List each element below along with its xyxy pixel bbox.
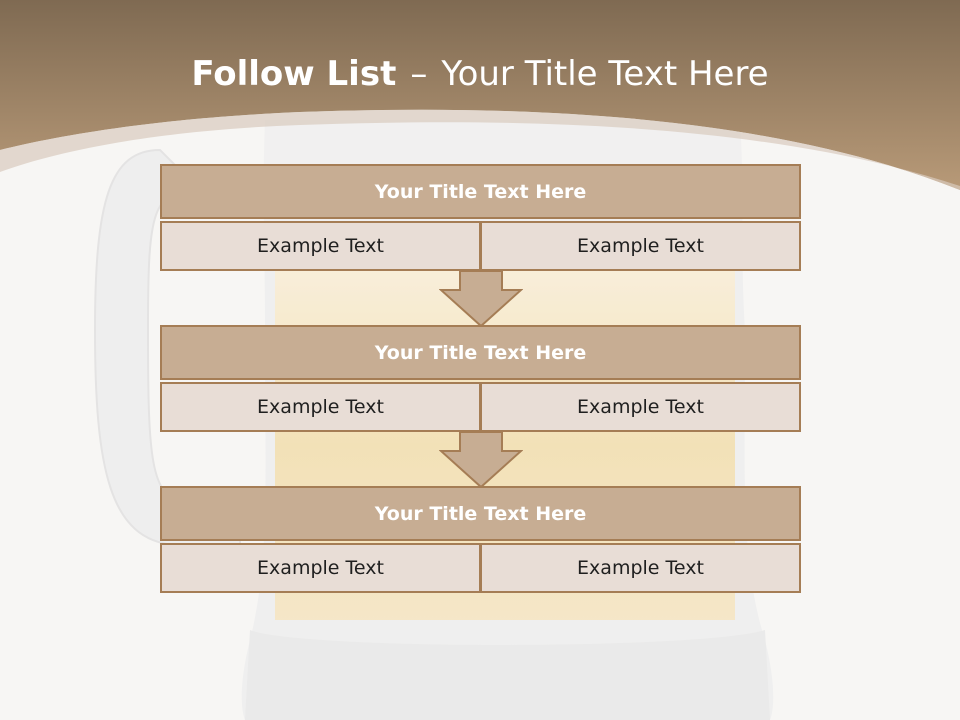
step-title: Your Title Text Here bbox=[160, 486, 801, 541]
down-arrow-icon bbox=[439, 431, 523, 489]
step-title: Your Title Text Here bbox=[160, 325, 801, 380]
step-cell-left: Example Text bbox=[160, 543, 481, 593]
step-cell-right: Example Text bbox=[481, 543, 801, 593]
down-arrow-icon bbox=[439, 270, 523, 328]
step-row: Example Text Example Text bbox=[160, 221, 801, 271]
step-row: Example Text Example Text bbox=[160, 382, 801, 432]
slide-title-dash: – bbox=[410, 54, 428, 94]
slide-title-rest: Your Title Text Here bbox=[441, 54, 769, 94]
step-block-3: Your Title Text Here Example Text Exampl… bbox=[160, 486, 801, 593]
step-cell-right: Example Text bbox=[481, 221, 801, 271]
step-cell-right: Example Text bbox=[481, 382, 801, 432]
step-title: Your Title Text Here bbox=[160, 164, 801, 219]
step-cell-left: Example Text bbox=[160, 221, 481, 271]
step-block-1: Your Title Text Here Example Text Exampl… bbox=[160, 164, 801, 271]
step-block-2: Your Title Text Here Example Text Exampl… bbox=[160, 325, 801, 432]
step-row: Example Text Example Text bbox=[160, 543, 801, 593]
slide-title: Follow List–Your Title Text Here bbox=[0, 54, 960, 94]
slide-title-bold: Follow List bbox=[191, 54, 397, 94]
step-cell-left: Example Text bbox=[160, 382, 481, 432]
